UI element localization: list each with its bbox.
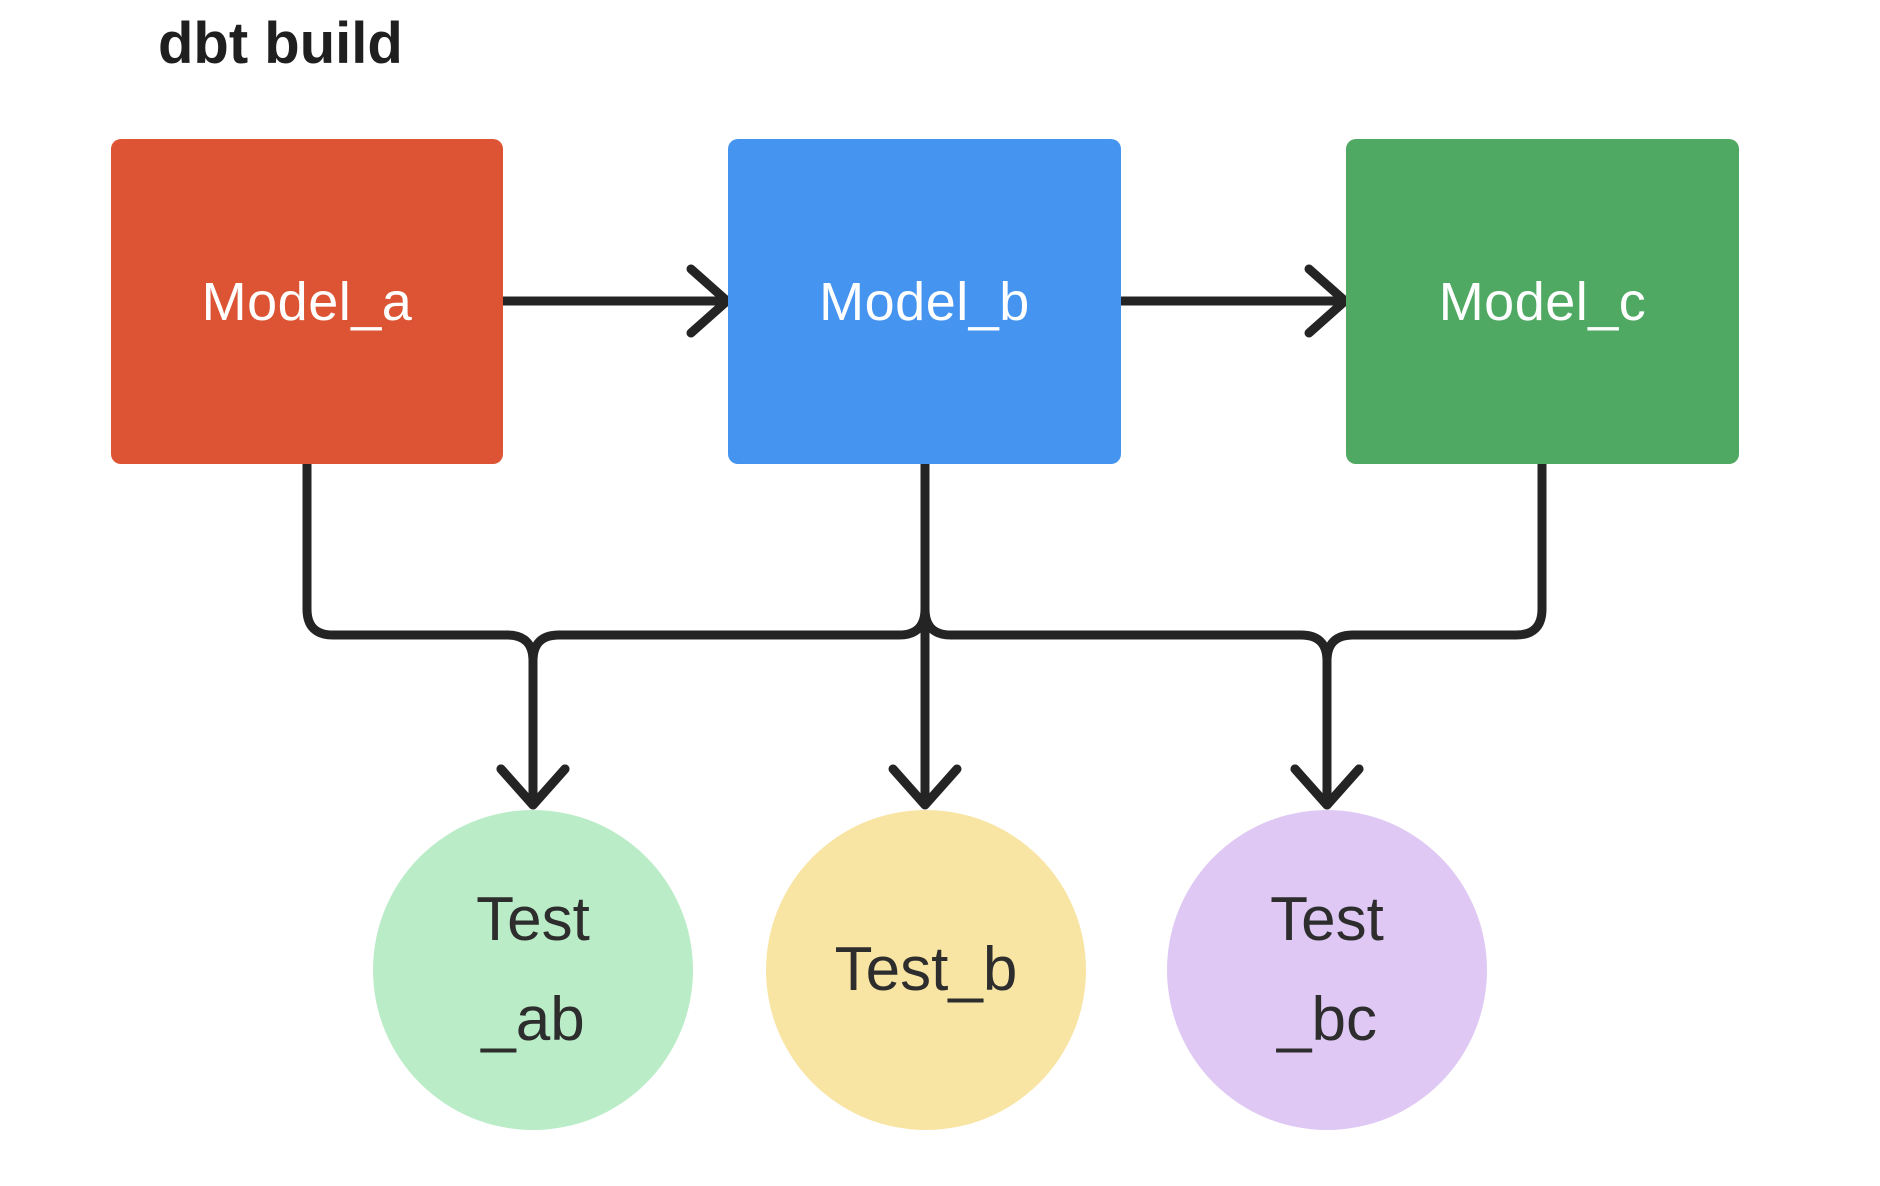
test-ab-label-line: Test: [476, 885, 590, 954]
edge-shaft: [1322, 459, 1547, 803]
arrowhead-icon: [496, 764, 570, 810]
edge-model_a-test_ab: [302, 459, 570, 810]
arrowhead-icon: [1304, 264, 1350, 338]
arrowhead-icon: [888, 764, 962, 810]
arrowhead-icon: [686, 264, 732, 338]
node-test-ab[interactable]: Test _ab: [373, 810, 693, 1130]
diagram-title: dbt build: [158, 11, 403, 76]
edge-model_b-model_c: [1116, 264, 1350, 338]
test-ab-label-line: _ab: [481, 985, 585, 1054]
node-model-c-label: Model_c: [1438, 271, 1647, 332]
edge-shaft: [920, 459, 1332, 803]
test-bc-label-line: _bc: [1277, 985, 1377, 1054]
node-model-a-label: Model_a: [201, 271, 413, 332]
node-test-b[interactable]: Test_b: [766, 810, 1086, 1130]
node-model-c[interactable]: Model_c: [1346, 139, 1739, 464]
test-bc-label-line: Test: [1270, 885, 1384, 954]
edge-shaft: [528, 459, 930, 803]
node-model-b-label: Model_b: [819, 271, 1030, 332]
node-test-bc[interactable]: Test _bc: [1167, 810, 1487, 1130]
node-model-b[interactable]: Model_b: [728, 139, 1121, 464]
edge-model_c-test_bc: [1290, 459, 1547, 810]
test-b-label-line: Test_b: [834, 935, 1018, 1004]
edge-shaft: [302, 459, 538, 803]
edge-model_b-test_bc: [920, 459, 1364, 810]
edge-model_a-model_b: [498, 264, 732, 338]
edge-model_b-test_ab: [496, 459, 930, 810]
arrowhead-icon: [1290, 764, 1364, 810]
node-model-a[interactable]: Model_a: [111, 139, 503, 464]
